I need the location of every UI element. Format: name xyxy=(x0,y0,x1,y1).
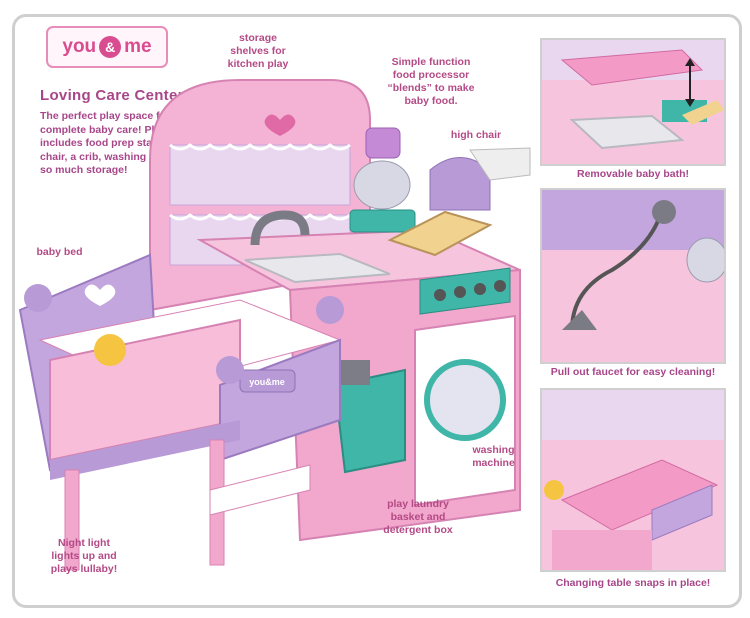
logo-text-right: me xyxy=(124,36,152,57)
callout-washing-machine: washing machine xyxy=(472,444,515,469)
brand-logo: you & me xyxy=(46,26,168,68)
caption-changing-table: Changing table snaps in place! xyxy=(555,577,711,589)
caption-pull-out-faucet: Pull out faucet for easy cleaning! xyxy=(550,366,716,378)
playset-illustration: you&me xyxy=(18,79,531,571)
logo-text-left: you xyxy=(62,36,97,57)
logo-amp: & xyxy=(99,36,122,58)
callout-food-processor: Simple function food processor “blends” … xyxy=(387,56,475,107)
caption-removable-bath: Removable baby bath! xyxy=(576,168,690,180)
crib-logo: you&me xyxy=(249,377,285,387)
callout-night-light: Night light lights up and plays lullaby! xyxy=(50,537,118,575)
panel-pull-out-faucet xyxy=(540,188,726,364)
callout-laundry: play laundry basket and detergent box xyxy=(383,498,453,536)
callout-storage: storage shelves for kitchen play xyxy=(227,32,289,70)
panel-removable-bath xyxy=(540,38,726,166)
callout-baby-bed: baby bed xyxy=(36,246,83,258)
panel-changing-table xyxy=(540,388,726,572)
page-title: Loving Care Center xyxy=(40,87,184,104)
callout-high-chair: high chair xyxy=(450,129,502,141)
